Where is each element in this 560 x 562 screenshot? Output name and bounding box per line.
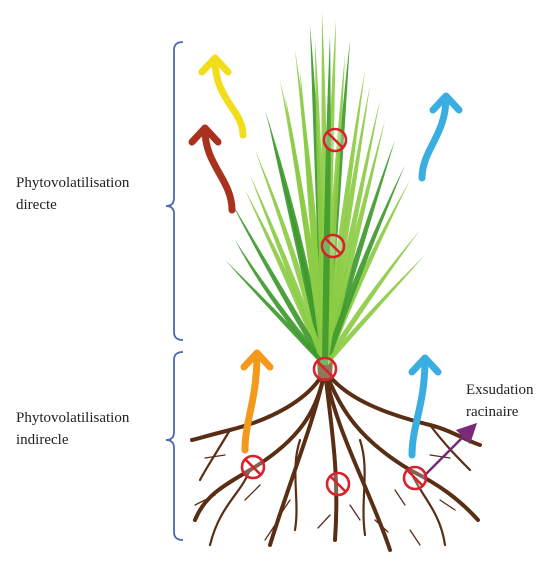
label-indirect-line1: Phytovolatilisation: [16, 407, 129, 429]
label-direct-phytovolatilisation: Phytovolatilisation directe: [16, 172, 129, 216]
label-exudation-line2: racinaire: [466, 401, 534, 423]
label-indirect-line2: indirecle: [16, 429, 129, 451]
label-exudation-line1: Exsudation: [466, 379, 534, 401]
root-hair: [245, 485, 260, 500]
root-branch: [270, 370, 325, 545]
root-hair: [350, 505, 360, 520]
brackets: [166, 42, 183, 540]
root-hair: [318, 515, 330, 528]
bracket-indirect: [166, 352, 183, 540]
prohibition-icon: [314, 358, 336, 380]
root-branch: [325, 370, 480, 445]
label-direct-line1: Phytovolatilisation: [16, 172, 129, 194]
prohibition-icon: [324, 129, 346, 151]
root-hair: [410, 530, 420, 545]
root-hair: [430, 455, 450, 458]
root-hair: [395, 490, 405, 505]
root-branch: [360, 440, 365, 535]
bracket-direct: [166, 42, 183, 340]
exudation-arrow-icon: [422, 430, 470, 478]
prohibition-icon: [322, 235, 344, 257]
label-direct-line2: directe: [16, 194, 129, 216]
root-hair: [440, 500, 455, 510]
orange-arrow-icon-shaft: [245, 355, 257, 450]
plant-leaves: [225, 12, 425, 365]
label-root-exudation: Exsudation racinaire: [466, 379, 534, 423]
prohibition-icon: [242, 456, 264, 478]
label-indirect-phytovolatilisation: Phytovolatilisation indirecle: [16, 407, 129, 451]
prohibition-icon: [404, 467, 426, 489]
prohibition-icon: [327, 473, 349, 495]
